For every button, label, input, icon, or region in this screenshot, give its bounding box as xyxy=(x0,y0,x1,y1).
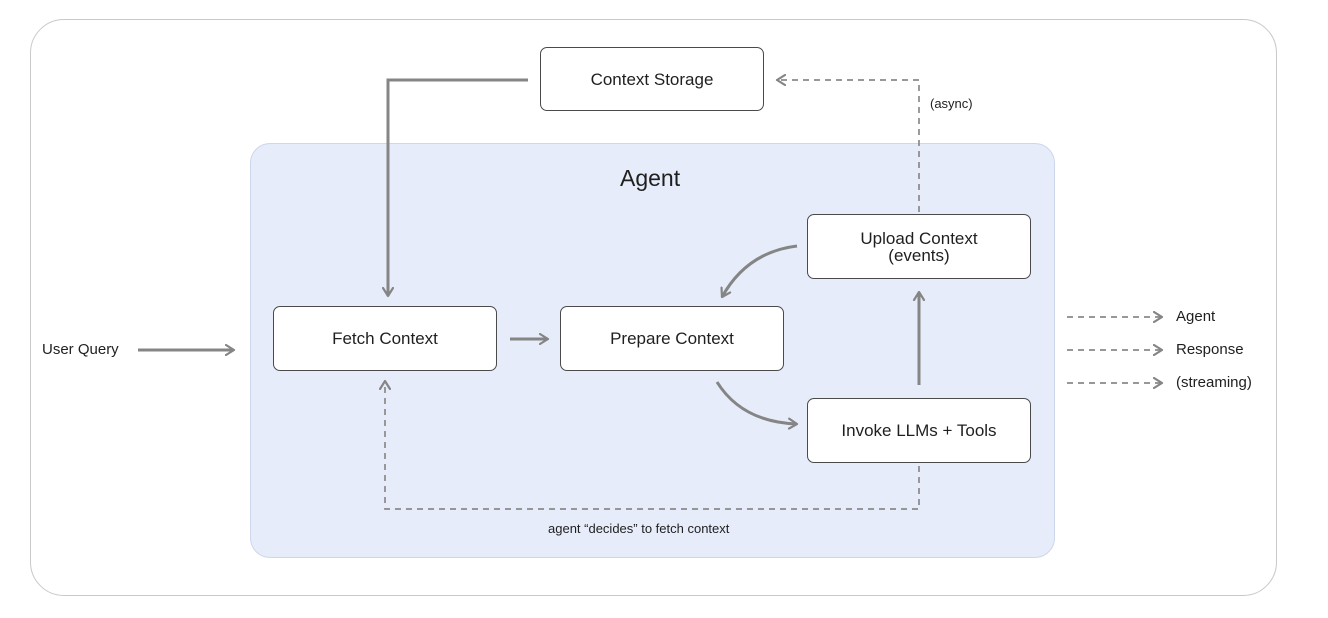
context-storage-node: Context Storage xyxy=(540,47,764,111)
invoke-llms-label: Invoke LLMs + Tools xyxy=(841,421,997,440)
prepare-context-node: Prepare Context xyxy=(560,306,784,371)
storage-to-fetch-arrow xyxy=(388,78,528,296)
output-label-streaming: (streaming) xyxy=(1176,374,1252,391)
context-storage-label: Context Storage xyxy=(590,69,714,89)
agent-group-title: Agent xyxy=(620,165,681,191)
invoke-to-fetch-dashed-arrow xyxy=(385,381,920,510)
fetch-context-node: Fetch Context xyxy=(273,306,497,371)
async-edge-label: (async) xyxy=(930,96,973,111)
output-label-response: Response xyxy=(1176,341,1244,358)
agent-decides-edge-label: agent “decides” to fetch context xyxy=(548,521,730,536)
prepare-context-label: Prepare Context xyxy=(610,329,734,348)
fetch-context-label: Fetch Context xyxy=(332,329,438,348)
output-label-agent: Agent xyxy=(1176,308,1216,325)
user-query-label: User Query xyxy=(42,341,119,358)
upload-context-node: Upload Context (events) xyxy=(807,214,1031,279)
upload-to-storage-async-arrow xyxy=(777,80,920,212)
upload-to-prepare-arrow xyxy=(722,244,798,297)
upload-context-label: Upload Context xyxy=(860,228,978,248)
prepare-to-invoke-arrow xyxy=(715,381,797,424)
invoke-llms-node: Invoke LLMs + Tools xyxy=(807,398,1031,463)
upload-context-sublabel: (events) xyxy=(888,245,950,265)
